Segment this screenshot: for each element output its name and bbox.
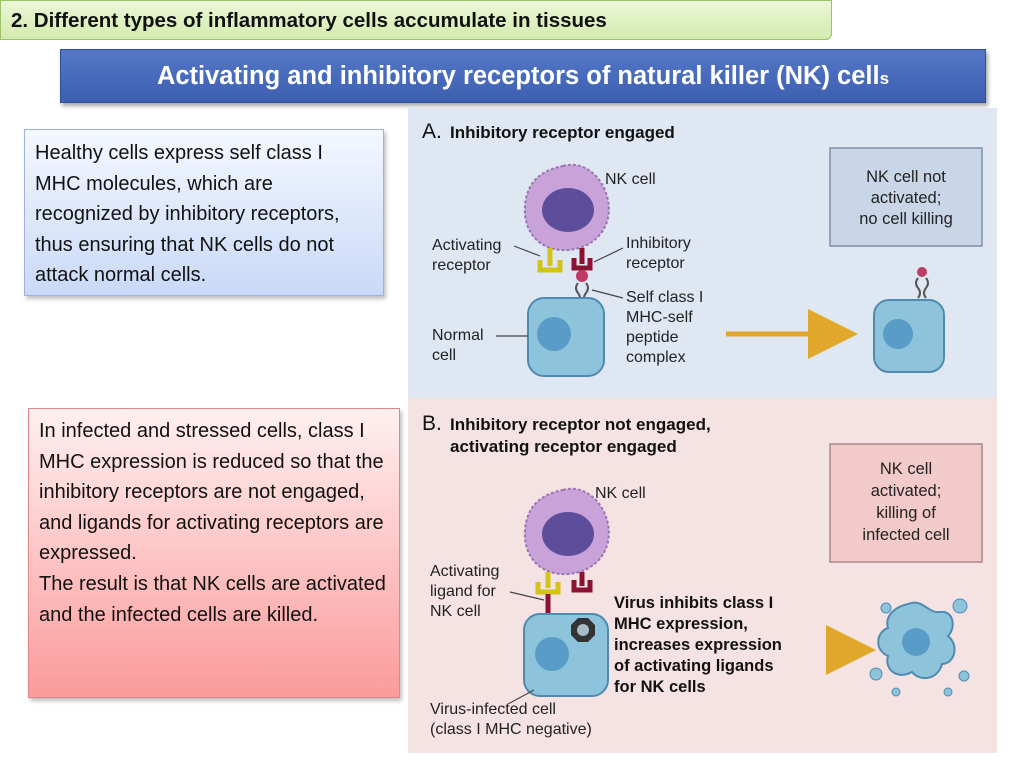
healthy-cells-note: Healthy cells express self class I MHC m… [24,129,384,296]
panel-b-outcome-line-1: NK cell [880,460,932,478]
nk-cell-b-label: NK cell [595,485,646,502]
panel-b-outcome-line-3: killing of [876,504,936,522]
panel-a: A. Inhibitory receptor engaged NK cell A… [408,108,997,398]
panel-a-outcome-line-1: NK cell not [866,168,946,186]
self-mhc-label-4: complex [626,349,686,366]
section-title: 2. Different types of inflammatory cells… [0,0,832,40]
inhibitory-receptor-label-1: Inhibitory [626,235,691,252]
panel-a-letter: A. [422,120,442,143]
inhibitory-receptor-a-icon [571,248,593,271]
panel-b-outcome-line-2: activated; [871,482,942,500]
normal-cell-label-1: Normal [432,327,484,344]
virus-note-line-4: of activating ligands [614,657,774,675]
activating-ligand-label-3: NK cell [430,603,481,620]
unharmed-cell-icon [873,267,945,373]
normal-cell-label-2: cell [432,347,456,364]
nk-cell-a-label: NK cell [605,171,656,188]
panel-a-title: Inhibitory receptor engaged [450,123,675,142]
virus-note-line-3: increases expression [614,636,782,654]
self-mhc-label-3: peptide [626,329,679,346]
nk-receptor-figure: A. Inhibitory receptor engaged NK cell A… [408,108,997,753]
panel-b-title-2: activating receptor engaged [450,437,677,456]
self-mhc-label-1: Self class I [626,289,703,306]
activating-receptor-a-icon [537,248,563,273]
virus-note-line-1: Virus inhibits class I [614,594,773,612]
self-mhc-label-2: MHC-self [626,309,693,326]
inhibitory-receptor-b-icon [571,572,593,593]
slide-title-tail: s [879,69,890,88]
inhibitory-receptor-label-2: receptor [626,255,685,272]
panel-b-letter: B. [422,412,442,435]
killed-cell-icon [869,598,970,697]
activating-receptor-a-label-1: Activating [432,237,501,254]
panel-a-outcome-line-3: no cell killing [859,210,953,228]
normal-cell-icon [527,297,605,377]
nk-cell-a [523,163,610,252]
infected-cells-note: In infected and stressed cells, class I … [28,408,400,698]
slide-title: Activating and inhibitory receptors of n… [60,49,986,103]
infected-note-text-1: In infected and stressed cells, class I … [39,420,384,565]
virus-note-line-2: MHC expression, [614,615,748,633]
infected-cell-label-2: (class I MHC negative) [430,721,592,738]
activating-receptor-a-label-2: receptor [432,257,491,274]
slide-title-main: Activating and inhibitory receptors of n… [156,62,880,90]
panel-b-title-1: Inhibitory receptor not engaged, [450,415,711,434]
activating-ligand-label-1: Activating [430,563,499,580]
infected-cell-label-1: Virus-infected cell [430,701,556,718]
panel-a-outcome-line-2: activated; [871,189,942,207]
virus-note-line-5: for NK cells [614,678,706,696]
infected-note-text-2: The result is that NK cells are activate… [39,572,386,626]
panel-b: B. Inhibitory receptor not engaged, acti… [408,398,997,753]
healthy-note-text: Healthy cells express self class I MHC m… [35,142,340,287]
activating-ligand-label-2: ligand for [430,583,496,600]
panel-b-outcome-line-4: infected cell [862,526,949,544]
panel-a-outcome-box: NK cell not activated; no cell killing [829,147,983,247]
panel-b-outcome-box: NK cell activated; killing of infected c… [829,443,983,563]
nk-cell-b [523,487,610,576]
infected-cell-icon [523,613,609,697]
